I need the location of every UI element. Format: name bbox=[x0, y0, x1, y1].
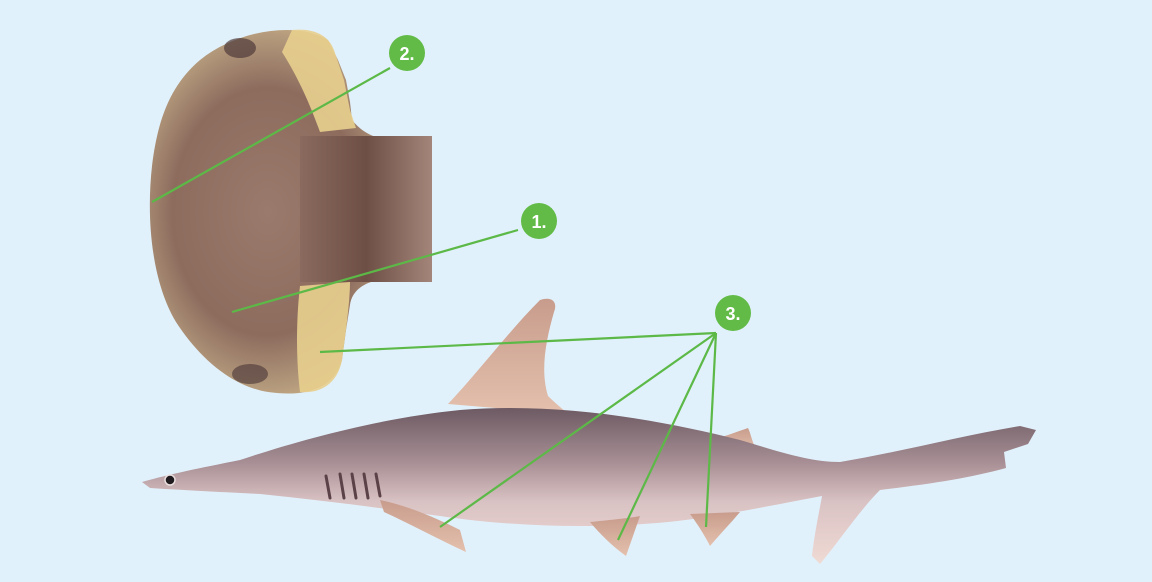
head-dark-nostril-bottom bbox=[232, 364, 268, 384]
label-badge-3: 3. bbox=[715, 295, 751, 331]
shark-pelvic-fin bbox=[590, 516, 640, 556]
head-pale-margin-bottom bbox=[297, 282, 350, 392]
shark-dorsal-fin bbox=[448, 299, 568, 414]
head-specimen-image bbox=[150, 30, 432, 394]
label-text-3: 3. bbox=[725, 304, 740, 324]
shark-body bbox=[142, 408, 1036, 564]
shark-anal-fin bbox=[690, 512, 740, 546]
label-badge-1: 1. bbox=[521, 203, 557, 239]
label-badge-2: 2. bbox=[389, 35, 425, 71]
head-dark-nostril-top bbox=[224, 38, 256, 58]
shark-eye bbox=[165, 475, 175, 485]
label-text-2: 2. bbox=[399, 44, 414, 64]
label-text-1: 1. bbox=[531, 212, 546, 232]
